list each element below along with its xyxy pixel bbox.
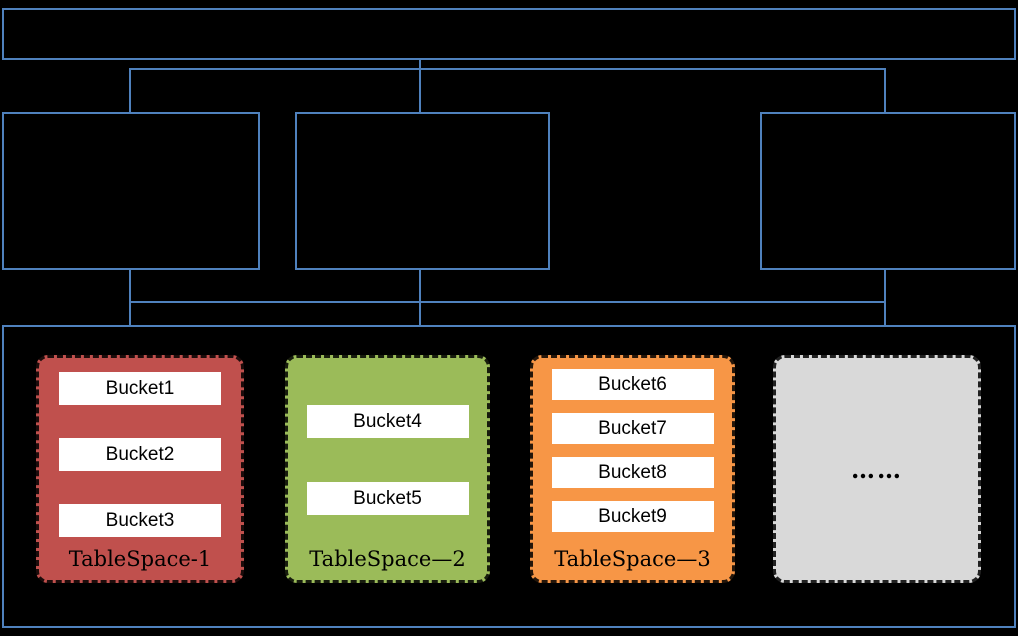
connector-line [419,270,421,325]
tablespace-label: TableSpace—2 [309,547,466,571]
bucket: Bucket4 [306,405,469,438]
tablespace-label: TableSpace—3 [554,547,711,571]
connector-line [129,68,131,112]
connector-line [419,60,421,69]
more-ellipsis: …… [851,454,903,484]
tablespace-label: TableSpace-1 [68,547,212,571]
tablespace-1: Bucket1 Bucket2 Bucket3 TableSpace-1 [36,355,244,583]
tablespace-more: …… [773,355,981,583]
bucket: Bucket8 [551,457,714,488]
connector-line [419,68,421,112]
bucket: Bucket1 [59,372,221,405]
branch-node-box-1 [2,112,260,270]
bucket: Bucket7 [551,413,714,444]
bucket: Bucket3 [59,504,221,537]
bucket-area: Bucket1 Bucket2 Bucket3 [39,358,241,544]
bucket-area: Bucket6 Bucket7 Bucket8 Bucket9 [533,358,732,544]
connector-line [129,301,886,303]
root-node-box [2,8,1016,60]
bucket: Bucket2 [59,438,221,471]
branch-node-box-2 [295,112,550,270]
tablespace-2: Bucket4 Bucket5 TableSpace—2 [285,355,490,583]
connector-line [129,270,131,325]
tablespace-3: Bucket6 Bucket7 Bucket8 Bucket9 TableSpa… [530,355,735,583]
branch-node-box-3 [760,112,1016,270]
connector-line [884,68,886,112]
bucket: Bucket9 [551,501,714,532]
bucket-area: Bucket4 Bucket5 [288,358,487,544]
bucket: Bucket6 [551,369,714,400]
bucket: Bucket5 [306,482,469,515]
connector-line [884,270,886,325]
connector-line [129,68,886,70]
